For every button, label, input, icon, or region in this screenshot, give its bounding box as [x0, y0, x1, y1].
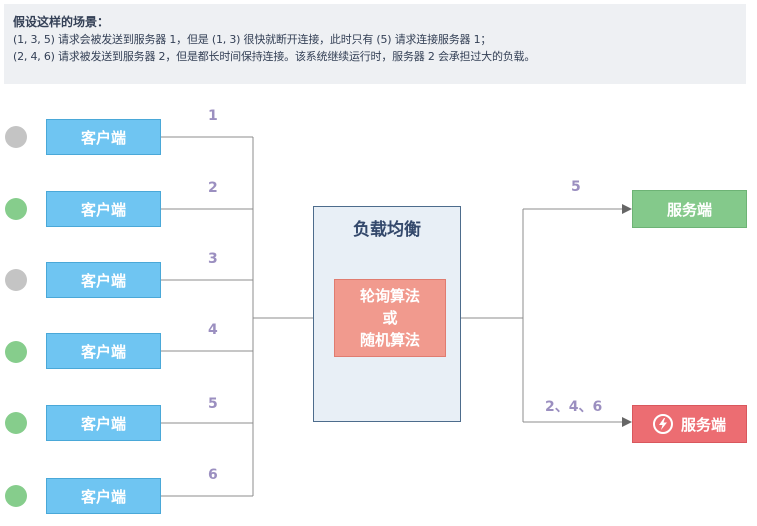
request-number: 1	[208, 108, 218, 124]
client-box: 客户端	[46, 119, 161, 155]
client-box: 客户端	[46, 478, 161, 514]
server-1-box: 服务端	[632, 190, 747, 228]
server-1-label: 服务端	[666, 200, 712, 219]
arrow-to-server-2	[622, 417, 632, 427]
client-box: 客户端	[46, 191, 161, 227]
client-box: 客户端	[46, 405, 161, 441]
request-number: 3	[208, 251, 218, 267]
arrow-to-server-1	[622, 204, 632, 214]
request-number: 5	[208, 396, 218, 412]
client-status-dot	[5, 485, 27, 507]
scenario-line-2: (2, 4, 6) 请求被发送到服务器 2，但是都长时间保持连接。该系统继续运行…	[13, 50, 536, 63]
server-2-label: 服务端	[680, 415, 726, 434]
request-number: 6	[208, 467, 218, 483]
client-status-dot	[5, 341, 27, 363]
client-status-dot	[5, 198, 27, 220]
client-status-dot	[5, 126, 27, 148]
load-balancer-title: 负载均衡	[353, 220, 421, 240]
algorithm-line-3: 随机算法	[359, 331, 420, 349]
client-status-dot	[5, 412, 27, 434]
client-box: 客户端	[46, 333, 161, 369]
scenario-note: 假设这样的场景： (1, 3, 5) 请求会被发送到服务器 1，但是 (1, 3…	[4, 4, 746, 84]
scenario-line-1: (1, 3, 5) 请求会被发送到服务器 1，但是 (1, 3) 很快就断开连接…	[13, 33, 492, 46]
algorithm-box: 轮询算法 或 随机算法	[334, 279, 446, 357]
request-number: 4	[208, 322, 218, 338]
server-2-requests: 2、4、6	[545, 399, 603, 415]
client-box: 客户端	[46, 262, 161, 298]
load-balancer-box: 负载均衡 轮询算法 或 随机算法	[313, 206, 461, 422]
request-number: 2	[208, 180, 218, 196]
scenario-title: 假设这样的场景：	[13, 15, 110, 29]
server-2-box: 服务端	[632, 405, 747, 443]
overload-bolt-icon	[652, 414, 673, 434]
algorithm-line-2: 或	[382, 309, 398, 327]
server-1-requests: 5	[571, 179, 581, 195]
algorithm-line-1: 轮询算法	[359, 287, 420, 305]
client-status-dot	[5, 269, 27, 291]
